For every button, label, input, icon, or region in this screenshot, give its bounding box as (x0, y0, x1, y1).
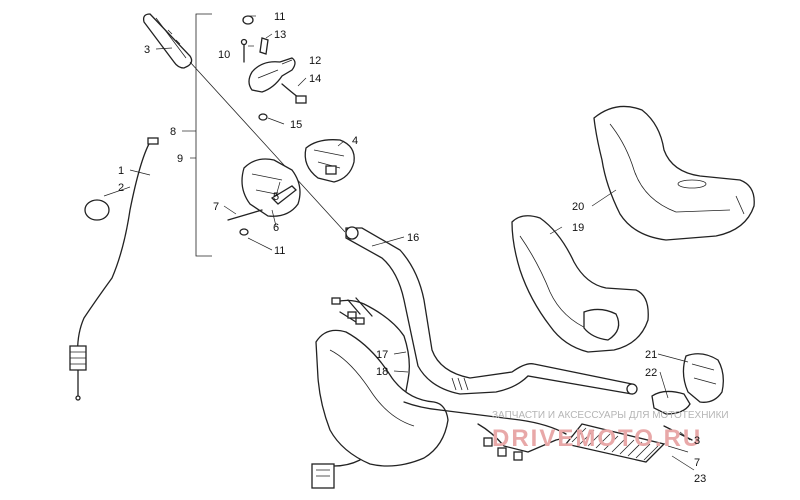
callout-3-right: 3 (694, 435, 700, 447)
callout-12: 12 (309, 55, 321, 67)
watermark-caption: ЗАПЧАСТИ И АКСЕССУАРЫ ДЛЯ МОТОТЕХНИКИ (492, 410, 729, 421)
nut-11 (239, 228, 249, 236)
grip-left (142, 13, 193, 69)
handguard-cover-right (593, 105, 755, 241)
switch-housing-right (651, 353, 724, 415)
callout-10: 10 (218, 49, 230, 61)
callout-17: 17 (376, 349, 388, 361)
watermark-brand: DRIVEMOTO.RU (492, 425, 702, 452)
pin-set (240, 15, 269, 63)
callout-16: 16 (407, 232, 419, 244)
axis-line (189, 61, 346, 233)
callout-1: 1 (118, 165, 124, 177)
screw-7 (227, 209, 263, 221)
throttle-bracket (248, 57, 307, 104)
callout-3: 3 (144, 44, 150, 56)
callout-14: 14 (309, 73, 321, 85)
callout-11-top: 11 (274, 11, 285, 23)
callout-8: 8 (170, 126, 176, 138)
callout-9: 9 (177, 153, 183, 165)
heater-harness (331, 297, 410, 403)
callout-20: 20 (572, 201, 584, 213)
callout-19: 19 (572, 222, 584, 234)
group-bracket (195, 13, 212, 257)
callout-5: 5 (273, 191, 279, 203)
heater-element (564, 423, 666, 463)
switch-housing (304, 139, 355, 183)
handguard-right (511, 215, 649, 353)
callout-4: 4 (352, 135, 358, 147)
callout-11-bottom: 11 (274, 245, 285, 257)
callout-7-right: 7 (694, 457, 700, 469)
handguard-left (311, 329, 567, 489)
callout-6: 6 (273, 222, 279, 234)
throttle-cable (69, 137, 159, 401)
washer (258, 113, 268, 121)
handlebar (345, 226, 638, 395)
callout-2: 2 (118, 182, 124, 194)
callout-18: 18 (376, 366, 388, 378)
callout-13: 13 (274, 29, 286, 41)
leader-lines (103, 15, 695, 471)
callout-7: 7 (213, 201, 219, 213)
cable-clip (84, 199, 110, 221)
callout-23: 23 (694, 473, 706, 485)
callout-22: 22 (645, 367, 657, 379)
connector-pigtails (477, 423, 601, 461)
callout-21: 21 (645, 349, 657, 361)
callout-15: 15 (290, 119, 302, 131)
throttle-housing (241, 158, 301, 217)
